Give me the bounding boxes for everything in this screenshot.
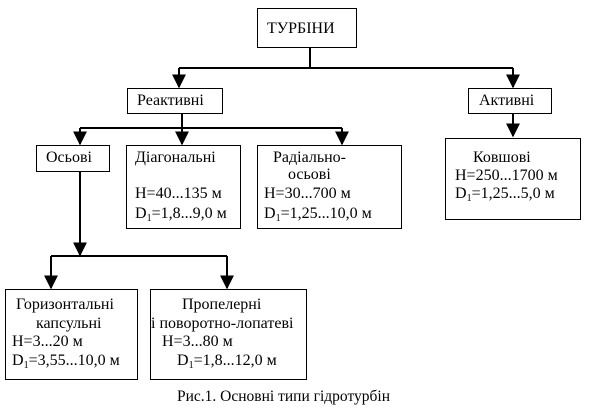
horizontal-capsule-title-line2: капсульні bbox=[36, 315, 102, 332]
horizontal-capsule-diameter: D1=3,55...10,0 м bbox=[12, 352, 120, 371]
figure-caption: Рис.1. Основні типи гідротурбін bbox=[177, 388, 391, 405]
propeller-box: Пропелерні і поворотно-лопатеві H=3...80… bbox=[150, 289, 307, 380]
reactive-box: Реактивні bbox=[127, 88, 223, 114]
propeller-head: H=3...80 м bbox=[162, 333, 233, 350]
radial-axial-diameter: D1=1,25...10,0 м bbox=[264, 205, 372, 224]
horizontal-capsule-head: H=3...20 м bbox=[12, 333, 83, 350]
horizontal-capsule-title-line1: Горизонтальні bbox=[16, 296, 114, 313]
bucket-head: H=250...1700 м bbox=[455, 167, 558, 184]
propeller-diameter: D1=1,8...12,0 м bbox=[177, 352, 277, 371]
bucket-diameter: D1=1,25...5,0 м bbox=[455, 185, 555, 204]
diagonal-title: Діагональні bbox=[135, 149, 216, 166]
propeller-title-line2: і поворотно-лопатеві bbox=[151, 315, 294, 332]
axial-box: Осьові bbox=[36, 145, 110, 172]
bucket-box: Ковшові H=250...1700 м D1=1,25...5,0 м bbox=[445, 138, 581, 220]
diagonal-box: Діагональні H=40...135 м D1=1,8...9,0 м bbox=[126, 145, 241, 229]
horizontal-capsule-box: Горизонтальні капсульні H=3...20 м D1=3,… bbox=[5, 289, 138, 380]
diagonal-head: H=40...135 м bbox=[135, 185, 222, 202]
active-label: Активні bbox=[479, 92, 535, 109]
radial-axial-title-line2: осьові bbox=[288, 166, 331, 183]
root-box: ТУРБІНИ bbox=[257, 8, 357, 48]
active-box: Активні bbox=[468, 88, 552, 114]
root-label: ТУРБІНИ bbox=[267, 20, 335, 37]
radial-axial-box: Радіально- осьові H=30...700 м D1=1,25..… bbox=[257, 145, 402, 229]
diagonal-diameter: D1=1,8...9,0 м bbox=[135, 205, 227, 224]
axial-label: Осьові bbox=[46, 149, 92, 166]
radial-axial-head: H=30...700 м bbox=[264, 185, 351, 202]
reactive-label: Реактивні bbox=[137, 92, 204, 109]
bucket-title: Ковшові bbox=[473, 149, 531, 166]
propeller-title-line1: Пропелерні bbox=[182, 296, 262, 313]
radial-axial-title-line1: Радіально- bbox=[273, 149, 346, 166]
